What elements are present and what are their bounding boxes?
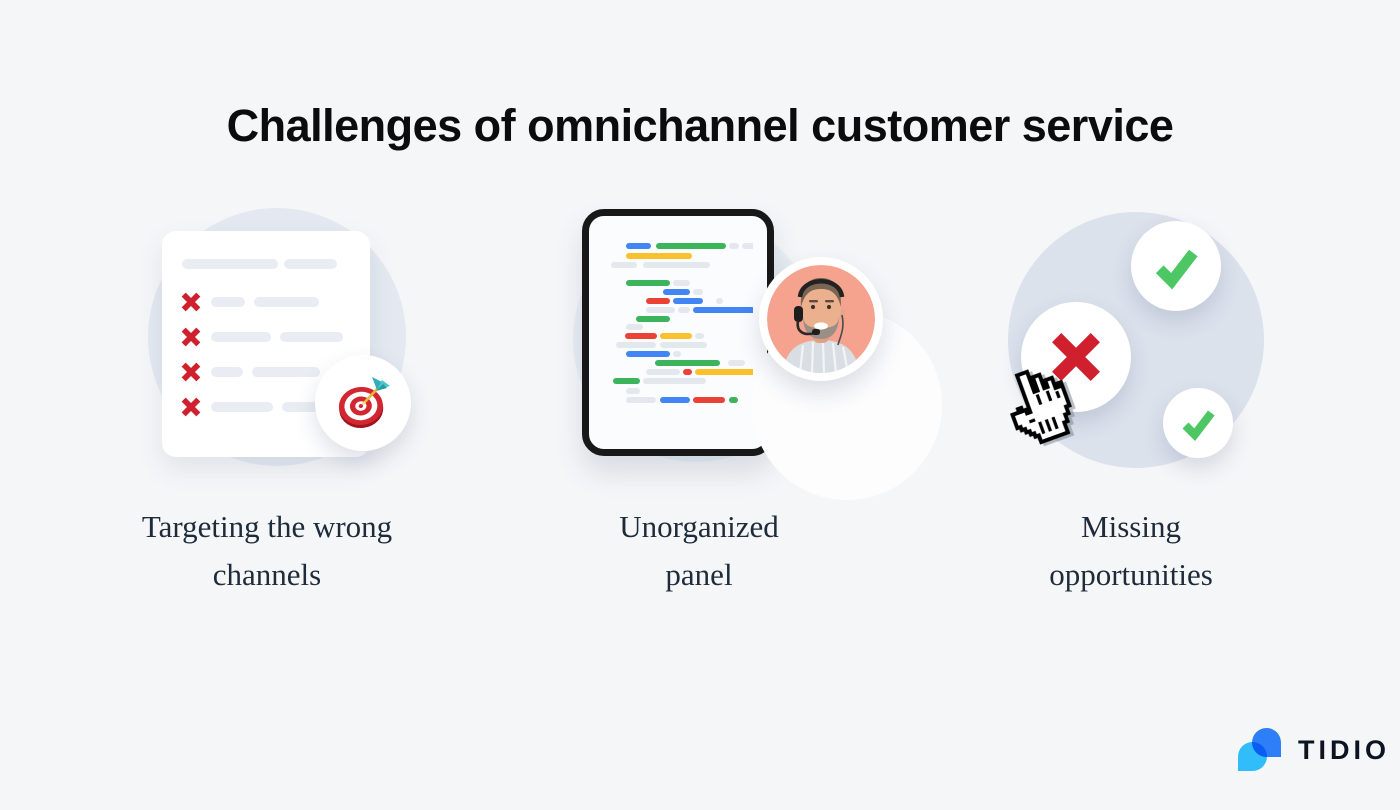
code-line-pill (646, 369, 680, 375)
code-line-pill (626, 253, 692, 259)
code-line-pill (643, 378, 706, 384)
text-line-pill (252, 367, 320, 377)
code-line-pill (695, 333, 704, 339)
code-line-pill (626, 388, 640, 394)
unorganized-code-lines (589, 216, 753, 435)
code-line-pill (660, 333, 692, 339)
agent-avatar (759, 257, 883, 381)
code-line-pill (693, 289, 703, 295)
code-line-pill (742, 243, 753, 249)
checklist-row (180, 291, 319, 313)
label-line: Unorganized (619, 509, 779, 544)
code-line-pill (673, 351, 681, 357)
target-badge (315, 355, 411, 451)
code-line-pill (673, 298, 703, 304)
dartboard-icon (338, 377, 390, 429)
label-line: Missing (1081, 509, 1181, 544)
tidio-logo-icon (1238, 727, 1284, 773)
cross-icon (181, 292, 201, 312)
check-icon (1155, 249, 1198, 290)
label-line: panel (665, 557, 733, 592)
page-title: Challenges of omnichannel customer servi… (226, 100, 1174, 152)
code-line-pill (729, 243, 739, 249)
code-line-pill (636, 316, 670, 322)
text-line-pill (182, 259, 278, 269)
code-line-pill (693, 307, 753, 313)
code-line-pill (695, 369, 753, 375)
text-line-pill (211, 332, 271, 342)
label-targeting: Targeting the wrong channels (67, 503, 467, 599)
text-line-pill (284, 259, 337, 269)
code-line-pill (663, 289, 690, 295)
text-line-pill (211, 402, 273, 412)
check-icon (1182, 410, 1215, 441)
code-line-pill (616, 342, 656, 348)
hand-cursor-icon (996, 358, 1085, 458)
label-unorganized: Unorganized panel (499, 503, 899, 599)
code-line-pill (693, 397, 725, 403)
code-line-pill (626, 397, 656, 403)
code-line-pill (683, 369, 692, 375)
chat-bubble-dark-icon (1252, 728, 1281, 757)
cross-icon (181, 397, 201, 417)
code-line-pill (646, 307, 675, 313)
tablet-frame (582, 209, 774, 456)
cross-icon (181, 327, 201, 347)
text-line-pill (211, 367, 243, 377)
code-line-pill (613, 378, 640, 384)
support-agent-portrait-icon (767, 265, 875, 373)
label-line: opportunities (1049, 557, 1213, 592)
tidio-logo: TIDIO (1238, 727, 1390, 773)
code-line-pill (660, 397, 690, 403)
code-line-pill (626, 324, 643, 330)
code-line-pill (673, 280, 690, 286)
label-line: Targeting the wrong (141, 509, 393, 544)
code-line-pill (625, 333, 657, 339)
code-line-pill (729, 397, 738, 403)
code-line-pill (626, 280, 670, 286)
label-missing: Missing opportunities (931, 503, 1331, 599)
code-line-pill (643, 262, 710, 268)
brand-name: TIDIO (1298, 734, 1390, 765)
code-line-pill (656, 243, 726, 249)
checklist-row (180, 361, 320, 383)
code-line-pill (678, 307, 690, 313)
code-line-pill (626, 243, 651, 249)
code-line-pill (660, 342, 707, 348)
text-line-pill (280, 332, 343, 342)
checklist-row (180, 326, 343, 348)
cross-icon (181, 362, 201, 382)
cross-icon (1052, 333, 1100, 381)
label-line: channels (212, 557, 322, 592)
check-badge-bottom (1163, 388, 1233, 458)
checklist-header (182, 259, 337, 269)
text-line-pill (282, 402, 337, 412)
code-line-pill (611, 262, 637, 268)
text-line-pill (254, 297, 319, 307)
check-badge-top (1131, 221, 1221, 311)
code-line-pill (626, 351, 670, 357)
code-line-pill (646, 298, 670, 304)
code-line-pill (655, 360, 720, 366)
code-line-pill (716, 298, 723, 304)
code-line-pill (728, 360, 745, 366)
checklist-row (180, 396, 337, 418)
text-line-pill (211, 297, 245, 307)
